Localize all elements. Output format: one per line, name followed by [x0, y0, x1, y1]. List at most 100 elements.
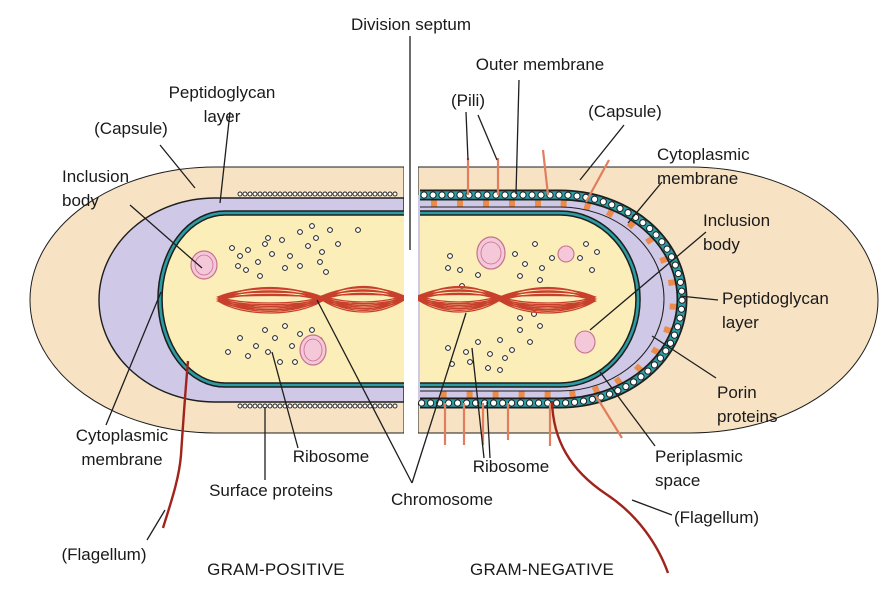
pili	[443, 149, 623, 446]
surface-protein	[317, 403, 323, 409]
outer-membrane-lipid	[644, 367, 652, 375]
outer-membrane-lipid	[456, 191, 464, 199]
outer-membrane-lipid	[666, 339, 675, 347]
ribosome	[319, 249, 325, 255]
surface-protein	[362, 191, 368, 197]
outer-membrane-lipid	[537, 191, 545, 199]
ribosome	[265, 235, 271, 241]
outer-membrane-lipid	[445, 399, 453, 407]
ribosome	[509, 347, 515, 353]
surface-protein	[252, 403, 258, 409]
outer-membrane-lipid	[535, 399, 543, 407]
label-ribosome-left: Ribosome	[293, 447, 370, 466]
ribosome	[323, 269, 329, 275]
surface-protein	[307, 191, 313, 197]
ribosome	[229, 245, 235, 251]
ribosome	[279, 237, 285, 243]
ribosome	[447, 253, 453, 259]
surface-protein	[302, 191, 308, 197]
surface-protein	[237, 403, 243, 409]
ribosome	[457, 267, 463, 273]
outer-membrane-lipid	[420, 191, 428, 199]
surface-protein	[372, 191, 378, 197]
surface-protein	[257, 403, 263, 409]
outer-membrane-lipid	[658, 238, 666, 246]
outer-membrane-lipid	[630, 378, 638, 386]
outer-membrane-lipid	[662, 347, 670, 355]
ribosome	[289, 343, 295, 349]
chromosome-strand	[418, 285, 502, 313]
surface-protein	[282, 191, 288, 197]
ribosome	[517, 327, 523, 333]
surface-protein	[287, 403, 293, 409]
outer-membrane-lipid	[622, 382, 630, 391]
ribosome	[532, 241, 538, 247]
outer-membrane-lipid	[670, 331, 679, 339]
outer-membrane-lipid	[447, 191, 455, 199]
outer-membrane-lipid	[591, 195, 599, 203]
outer-membrane-lipid	[519, 191, 527, 199]
chromosome-left	[215, 285, 404, 314]
ribosome	[309, 223, 315, 229]
surface-protein	[342, 191, 348, 197]
flagellum-right	[550, 400, 670, 574]
label-flagellum-right: (Flagellum)	[674, 508, 759, 527]
cytoplasmic-membrane-right	[420, 210, 641, 388]
surface-protein	[272, 403, 278, 409]
outer-membrane-lipid	[614, 386, 622, 395]
surface-protein	[287, 191, 293, 197]
surface-protein	[327, 403, 333, 409]
ribosome	[467, 359, 473, 365]
ribosome	[512, 251, 518, 257]
surface-protein	[247, 403, 253, 409]
surface-protein	[242, 403, 248, 409]
surface-protein	[267, 191, 273, 197]
gram-negative-cell	[418, 166, 879, 434]
ribosome	[475, 339, 481, 345]
flagellum-left	[161, 360, 190, 529]
surface-protein	[297, 403, 303, 409]
surface-protein	[387, 403, 393, 409]
ribosome	[269, 251, 275, 257]
surface-protein	[357, 403, 363, 409]
ribosome	[335, 241, 341, 247]
outer-membrane-lipid	[553, 399, 561, 407]
outer-membrane-lipid	[564, 191, 572, 199]
inclusion-body-right-2	[557, 245, 575, 263]
ribosome	[463, 349, 469, 355]
outer-membrane-lipid	[570, 398, 579, 406]
outer-membrane-lipid	[676, 278, 685, 286]
ribosome	[583, 241, 589, 247]
ribosome	[537, 323, 543, 329]
ribosome	[527, 339, 533, 345]
outer-membrane-lipid	[608, 201, 616, 209]
outer-membrane-lipid	[599, 198, 607, 206]
outer-membrane-lipid	[472, 399, 480, 407]
label-chromosome: Chromosome	[391, 490, 493, 509]
outer-membrane-lipid	[678, 296, 686, 304]
ribosome	[297, 331, 303, 337]
ribosome	[522, 261, 528, 267]
ribosome	[265, 349, 271, 355]
ribosome	[277, 359, 283, 365]
outer-membrane-lipid	[624, 209, 632, 217]
surface-protein	[317, 191, 323, 197]
ribosome	[297, 263, 303, 269]
ribosome	[327, 227, 333, 233]
surface-protein	[292, 403, 298, 409]
outer-membrane-lipid	[663, 245, 671, 253]
outer-membrane-lipid	[438, 191, 446, 199]
ribosome	[487, 351, 493, 357]
title-gram-positive: GRAM-POSITIVE	[207, 560, 345, 579]
outer-membrane-lipid	[427, 399, 435, 407]
outer-membrane-lipid	[616, 204, 624, 213]
outer-membrane-lipid	[454, 399, 462, 407]
label-surface-proteins: Surface proteins	[209, 481, 333, 500]
surface-protein	[322, 403, 328, 409]
ribosome	[317, 259, 323, 265]
gram-positive-cell	[29, 166, 404, 434]
outer-membrane-lipid	[646, 224, 654, 233]
surface-proteins-top	[237, 191, 398, 197]
surface-protein	[332, 403, 338, 409]
